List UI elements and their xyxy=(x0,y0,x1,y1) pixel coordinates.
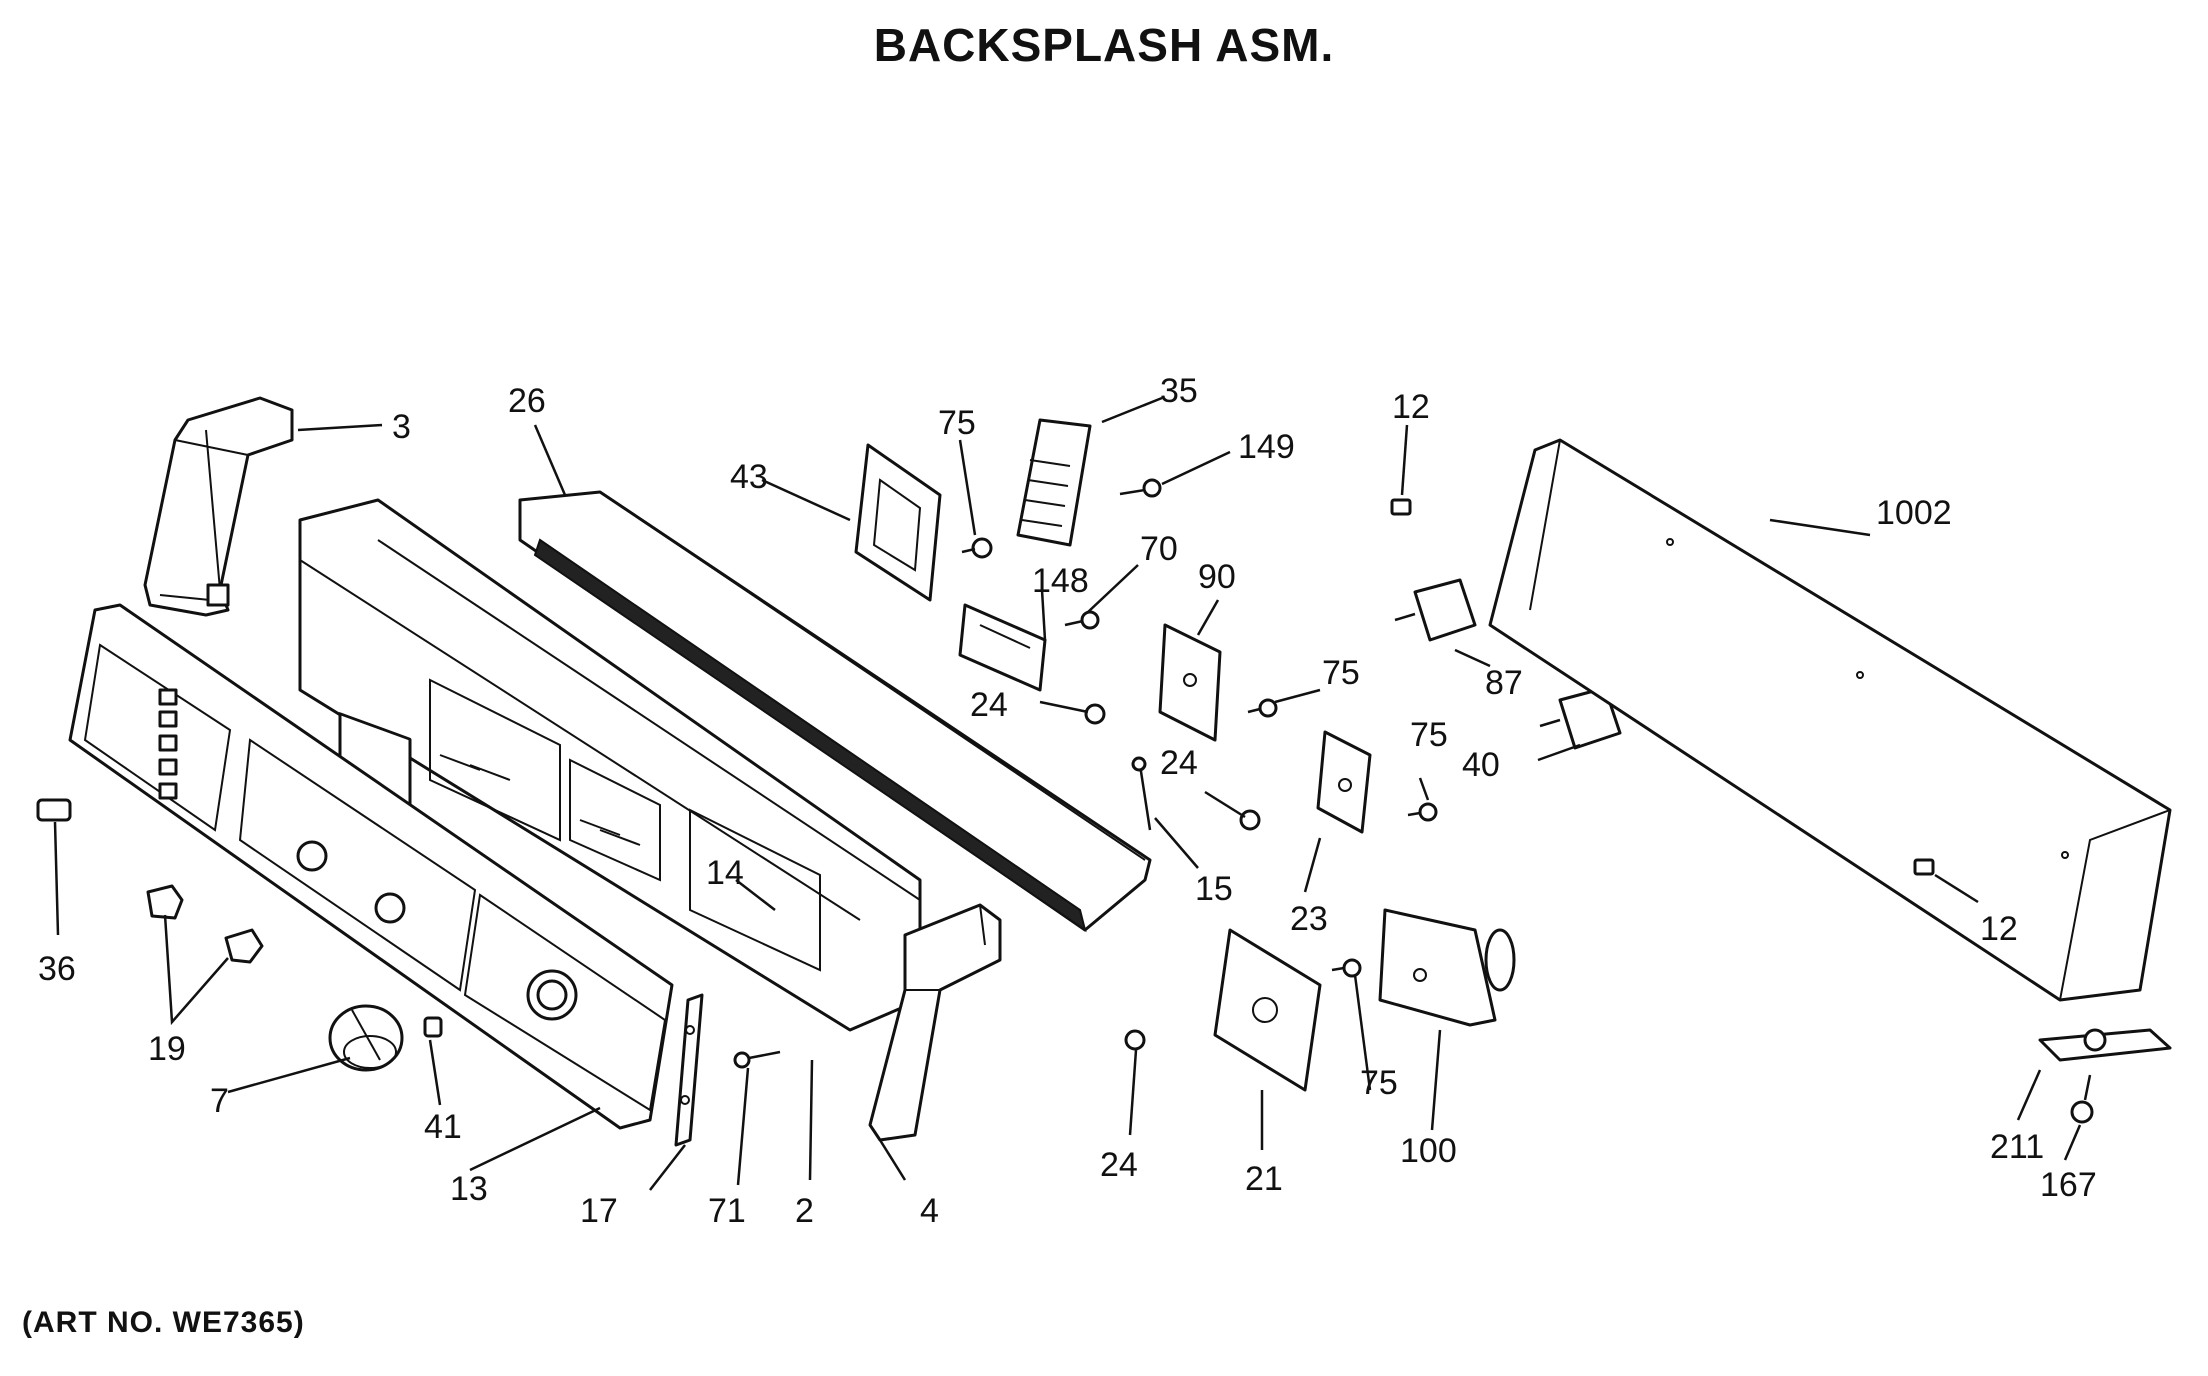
part-24-screw-b xyxy=(1239,809,1261,831)
callout-24-mid: 24 xyxy=(970,686,1008,724)
diagram-title: BACKSPLASH ASM. xyxy=(873,19,1335,71)
callout-15: 15 xyxy=(1195,870,1233,908)
part-12-clip-a xyxy=(1390,498,1412,516)
part-90-bracket xyxy=(1158,623,1222,742)
part-43-switch-plate xyxy=(854,443,942,602)
part-41-spacer xyxy=(423,1016,443,1038)
callout-2: 2 xyxy=(795,1192,814,1230)
part-75-screw-d xyxy=(1331,958,1362,978)
callout-labels: 3 26 43 75 35 149 12 1002 148 70 90 87 2… xyxy=(38,372,2097,1230)
part-2-trim-strip xyxy=(518,490,1152,933)
part-21-plate xyxy=(1213,928,1322,1092)
callout-211: 211 xyxy=(1990,1128,2044,1166)
callout-35: 35 xyxy=(1160,372,1198,410)
part-24-screw-c xyxy=(1124,1029,1146,1051)
part-167-screw xyxy=(2070,1074,2094,1124)
callout-149: 149 xyxy=(1238,428,1295,466)
callout-14: 14 xyxy=(706,854,744,892)
callout-3: 3 xyxy=(392,408,411,446)
callout-43: 43 xyxy=(730,458,768,496)
callout-13: 13 xyxy=(450,1170,488,1208)
part-35-switch-block xyxy=(1016,418,1092,547)
callout-12-right: 12 xyxy=(1980,910,2018,948)
part-70-screw xyxy=(1064,610,1100,630)
art-number: (ART NO. WE7365) xyxy=(22,1306,305,1339)
callout-7: 7 xyxy=(210,1082,229,1120)
callout-24-bottom: 24 xyxy=(1100,1146,1138,1184)
part-4-right-end-cap xyxy=(868,903,1002,1142)
callout-75-mid: 75 xyxy=(1322,654,1360,692)
callout-40: 40 xyxy=(1462,746,1500,784)
part-148-bracket xyxy=(958,603,1047,692)
part-17-bracket xyxy=(674,993,704,1147)
part-149-screw xyxy=(1119,478,1162,498)
part-71-screw xyxy=(733,1050,781,1069)
part-15-long-screw xyxy=(1131,756,1152,831)
callout-70: 70 xyxy=(1140,530,1178,568)
part-87-switch xyxy=(1394,578,1477,642)
part-23-bracket xyxy=(1316,730,1372,834)
part-75-screw-b xyxy=(1247,698,1278,718)
callout-148: 148 xyxy=(1032,562,1089,600)
callout-26: 26 xyxy=(508,382,546,420)
part-12-clip-b xyxy=(1913,858,1935,876)
callout-12-top: 12 xyxy=(1392,388,1430,426)
callout-90: 90 xyxy=(1198,558,1236,596)
part-19-knobs xyxy=(146,884,264,964)
callout-87: 87 xyxy=(1485,664,1523,702)
part-100-timer xyxy=(1378,908,1516,1027)
part-24-screw-a xyxy=(1084,703,1106,725)
callout-4: 4 xyxy=(920,1192,939,1230)
callout-21: 21 xyxy=(1245,1160,1283,1198)
part-1002-rear-housing xyxy=(1488,438,2172,1002)
callout-75-bottom: 75 xyxy=(1360,1064,1398,1102)
callout-71: 71 xyxy=(708,1192,746,1230)
part-75-screw-a xyxy=(961,537,993,559)
callout-17: 17 xyxy=(580,1192,618,1230)
part-75-screw-c xyxy=(1407,802,1438,822)
callout-41: 41 xyxy=(424,1108,462,1146)
callout-19: 19 xyxy=(148,1030,186,1068)
callout-100: 100 xyxy=(1400,1132,1457,1170)
part-3-left-end-cap xyxy=(143,396,294,617)
part-211-bracket xyxy=(2038,1028,2172,1062)
callout-23: 23 xyxy=(1290,900,1328,938)
part-7-large-knob xyxy=(328,1004,404,1072)
callout-75-top: 75 xyxy=(938,404,976,442)
callout-167: 167 xyxy=(2040,1166,2097,1204)
callout-75-right: 75 xyxy=(1410,716,1448,754)
part-36-small-knob xyxy=(36,798,72,822)
callout-36: 36 xyxy=(38,950,76,988)
callout-1002: 1002 xyxy=(1876,494,1952,532)
leader-lines xyxy=(53,396,2082,1191)
part-13-control-panel xyxy=(68,603,674,1130)
callout-24-low: 24 xyxy=(1160,744,1198,782)
